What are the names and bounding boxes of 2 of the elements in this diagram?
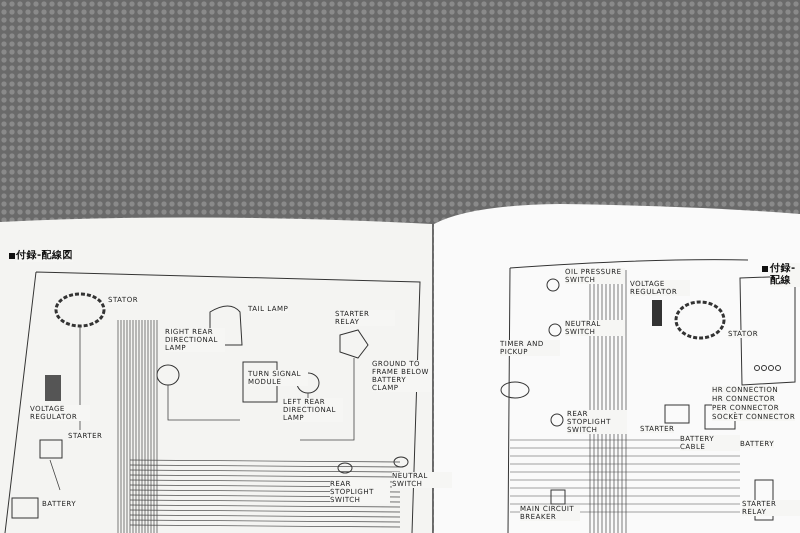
page-heading: 付録-配線: [770, 263, 800, 287]
page-heading: 付録-配線図: [16, 250, 74, 262]
